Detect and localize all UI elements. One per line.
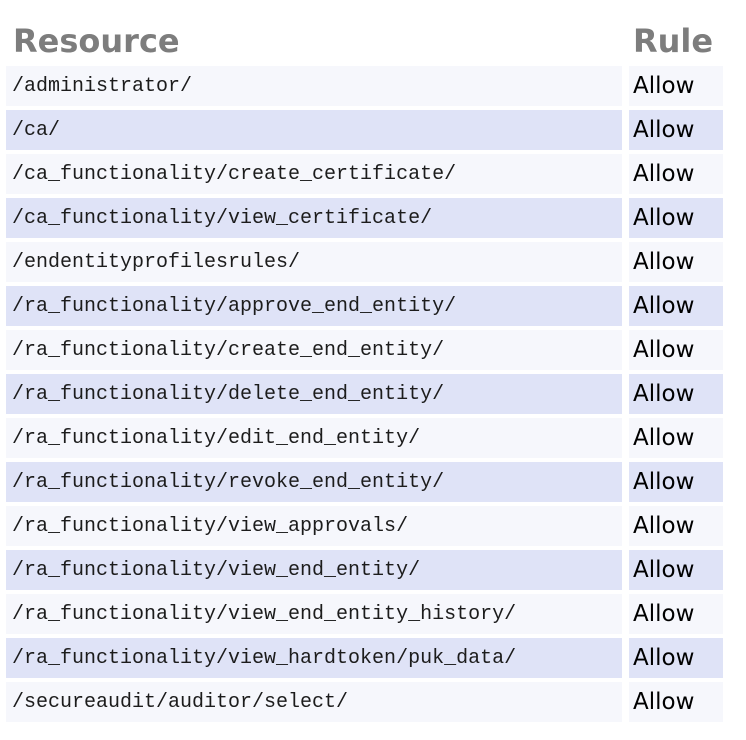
rule-cell: Allow: [629, 550, 723, 590]
resource-cell: /ra_functionality/view_hardtoken/puk_dat…: [6, 638, 622, 678]
resource-cell: /ra_functionality/edit_end_entity/: [6, 418, 622, 458]
rule-cell: Allow: [629, 594, 723, 634]
rule-cell: Allow: [629, 374, 723, 414]
resource-cell: /ra_functionality/approve_end_entity/: [6, 286, 622, 326]
resource-cell: /ca/: [6, 110, 622, 150]
resource-cell: /secureaudit/auditor/select/: [6, 682, 622, 722]
resource-cell: /administrator/: [6, 66, 622, 106]
access-rules-panel: Resource Rule /administrator/Allow/ca/Al…: [6, 22, 746, 722]
rule-cell: Allow: [629, 638, 723, 678]
resource-cell: /ca_functionality/view_certificate/: [6, 198, 622, 238]
column-header-resource: Resource: [13, 22, 180, 60]
column-header-rule: Rule: [633, 22, 714, 60]
resource-cell: /ra_functionality/revoke_end_entity/: [6, 462, 622, 502]
resource-cell: /ra_functionality/view_approvals/: [6, 506, 622, 546]
rule-cell: Allow: [629, 682, 723, 722]
table-header-row: Resource Rule: [6, 22, 746, 66]
rule-cell: Allow: [629, 506, 723, 546]
access-rules-table-body: /administrator/Allow/ca/Allow/ca_functio…: [6, 66, 746, 722]
resource-cell: /ra_functionality/delete_end_entity/: [6, 374, 622, 414]
rule-cell: Allow: [629, 154, 723, 194]
rule-cell: Allow: [629, 462, 723, 502]
rule-cell: Allow: [629, 242, 723, 282]
rule-cell: Allow: [629, 286, 723, 326]
resource-cell: /endentityprofilesrules/: [6, 242, 622, 282]
rule-cell: Allow: [629, 110, 723, 150]
resource-cell: /ca_functionality/create_certificate/: [6, 154, 622, 194]
rule-cell: Allow: [629, 418, 723, 458]
rule-cell: Allow: [629, 330, 723, 370]
rule-cell: Allow: [629, 198, 723, 238]
resource-cell: /ra_functionality/create_end_entity/: [6, 330, 622, 370]
resource-cell: /ra_functionality/view_end_entity_histor…: [6, 594, 622, 634]
rule-cell: Allow: [629, 66, 723, 106]
resource-cell: /ra_functionality/view_end_entity/: [6, 550, 622, 590]
